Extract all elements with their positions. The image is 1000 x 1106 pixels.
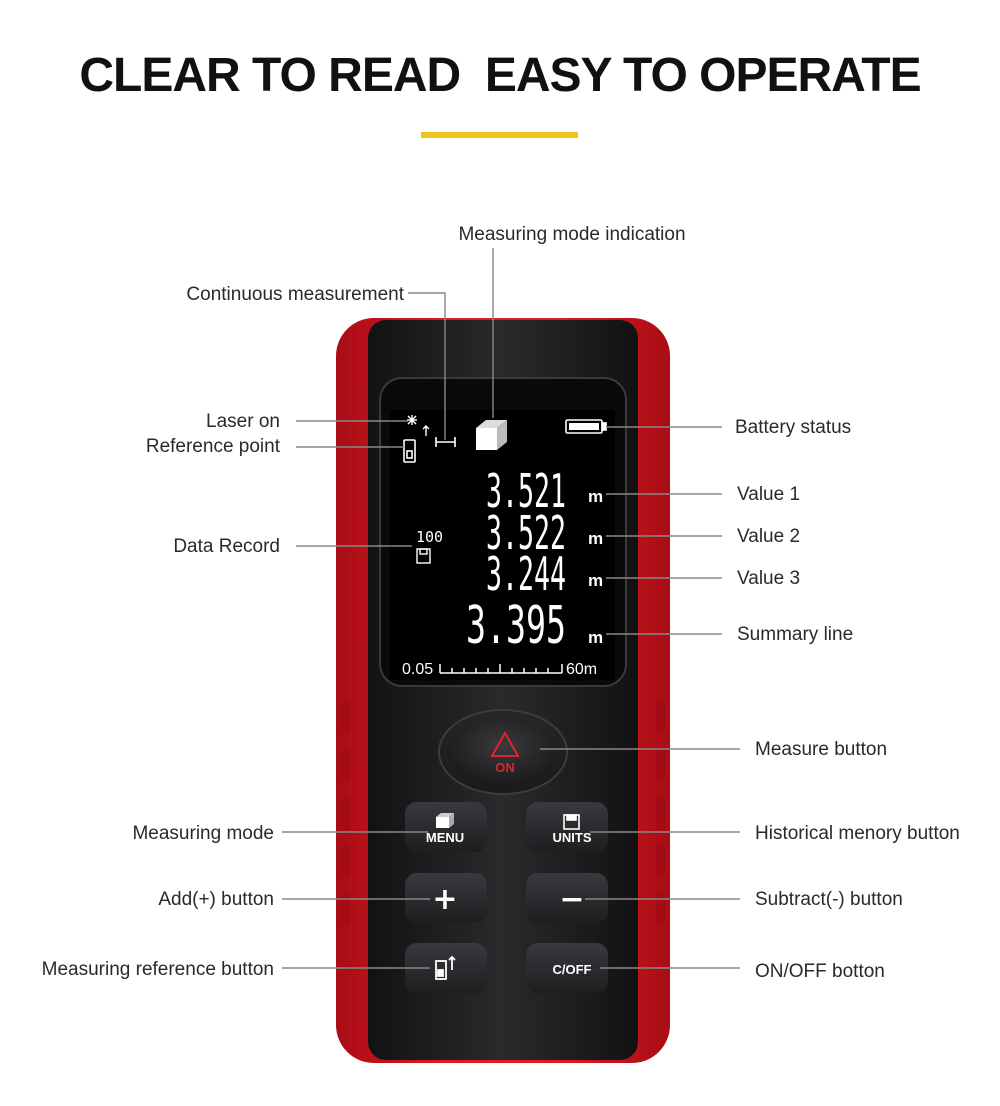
reference-icon	[435, 955, 456, 980]
units-button[interactable]: UNITS	[526, 802, 608, 852]
title-underline	[421, 132, 578, 138]
label-measuring-mode: Measuring mode	[132, 823, 274, 844]
reference-button[interactable]	[405, 943, 487, 993]
label-summary-line: Summary line	[737, 624, 853, 645]
value-2-unit: m	[588, 529, 603, 548]
label-continuous-measurement: Continuous measurement	[186, 284, 404, 305]
continuous-measurement-icon	[435, 437, 456, 447]
add-button[interactable]: +	[405, 873, 487, 923]
label-onoff-button: ON/OFF botton	[755, 961, 885, 982]
label-value-2: Value 2	[737, 526, 800, 547]
page-title: CLEAR TO READ EASY TO OPERATE	[79, 49, 921, 102]
value-1-readout: 3.521	[486, 464, 566, 518]
keypad: ON MENU UNITS + − C/OFF	[405, 709, 608, 993]
side-grips	[340, 700, 666, 926]
laser-warning-icon	[490, 730, 520, 757]
units-memory-icon	[563, 814, 580, 830]
label-measure-button: Measure button	[755, 739, 887, 760]
label-measuring-reference-button: Measuring reference button	[42, 959, 274, 980]
label-reference-point: Reference point	[146, 436, 281, 457]
onoff-button-label: C/OFF	[553, 962, 592, 977]
scale-max: 60m	[566, 661, 597, 678]
reference-point-icon	[403, 439, 416, 463]
label-subtract-button: Subtract(-) button	[755, 889, 903, 910]
leader-lines	[282, 248, 740, 969]
lcd-display: 100 3.521 3.522 3.244 3.395 m m m m 0.05…	[390, 410, 615, 680]
laser-icon	[407, 415, 430, 436]
label-value-3: Value 3	[737, 568, 800, 589]
label-battery-status: Battery status	[735, 417, 851, 438]
label-historical-memory-button: Historical menory button	[755, 823, 960, 844]
units-button-label: UNITS	[553, 830, 592, 845]
menu-button[interactable]: MENU	[405, 802, 487, 852]
value-2-readout: 3.522	[486, 506, 566, 560]
label-measuring-mode-indication: Measuring mode indication	[458, 224, 685, 245]
label-value-1: Value 1	[737, 484, 800, 505]
value-1-unit: m	[588, 487, 603, 506]
subtract-button-label: −	[559, 882, 584, 917]
add-button-label: +	[432, 882, 457, 917]
value-3-unit: m	[588, 571, 603, 590]
subtract-button[interactable]: −	[526, 873, 608, 923]
mode-cube-icon	[476, 420, 507, 450]
menu-cube-icon	[436, 813, 454, 828]
scale-ruler	[439, 664, 563, 674]
menu-button-label: MENU	[426, 830, 464, 845]
label-add-button: Add(+) button	[158, 889, 274, 910]
measure-button-label: ON	[495, 760, 515, 775]
callout-labels: Measuring mode indication Continuous mea…	[42, 224, 960, 982]
summary-unit: m	[588, 628, 603, 647]
value-3-readout: 3.244	[486, 547, 566, 601]
label-laser-on: Laser on	[206, 411, 280, 432]
measure-button[interactable]: ON	[447, 717, 559, 787]
label-data-record: Data Record	[173, 536, 280, 557]
floppy-icon	[416, 548, 431, 564]
onoff-button[interactable]: C/OFF	[526, 943, 608, 993]
lcd-screen	[390, 410, 615, 680]
data-record-count: 100	[416, 528, 443, 546]
summary-readout: 3.395	[466, 596, 566, 656]
scale-min: 0.05	[402, 661, 433, 678]
